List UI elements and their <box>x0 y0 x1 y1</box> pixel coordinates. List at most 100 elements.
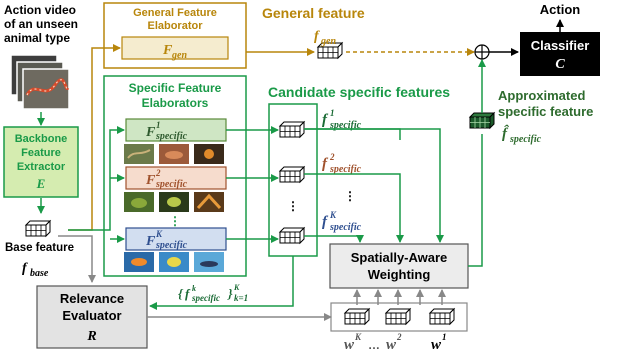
arrow-candidates-to-relevance <box>149 256 294 310</box>
approx-line2: specific feature <box>498 104 593 119</box>
candidates-set-label: { f k specific } K k=1 <box>178 283 248 303</box>
approx-symbol-main: f̂ <box>502 124 509 142</box>
backbone-feature-extractor: Backbone Feature Extractor E <box>3 126 79 198</box>
elaborator-1-example-images <box>124 144 224 164</box>
general-feature-elaborator: General Feature Elaborator F gen <box>103 2 247 69</box>
weight-2-sup: 2 <box>396 332 402 342</box>
weight-1-main: w <box>431 337 442 353</box>
approx-feature-label: Approximated specific feature f̂ specifi… <box>498 88 593 145</box>
backbone-line1: Backbone <box>15 133 68 145</box>
candidate-1-sup: 1 <box>330 108 335 118</box>
base-feature-symbol-main: f <box>22 261 28 276</box>
candidate-k-sup: K <box>329 210 337 220</box>
general-feature-title: General feature <box>262 5 365 21</box>
set-open: { <box>178 286 184 301</box>
video-frames-image <box>10 54 70 110</box>
approx-feature-tensor-icon <box>469 112 495 129</box>
arrow-base-split-gray <box>58 235 93 270</box>
weight-k-sup: K <box>354 332 362 342</box>
candidate-1-main: f <box>322 112 329 128</box>
candidate-1-tensor-icon <box>279 121 305 138</box>
approx-line1: Approximated <box>498 88 585 103</box>
arrow-candidate-2-to-weighting <box>304 173 404 243</box>
classifier: Classifier C <box>520 32 600 76</box>
general-func-main: F <box>162 43 173 58</box>
set-sub: specific <box>191 293 220 303</box>
set-main: f <box>185 286 191 301</box>
arrow-base-to-elaborator-1 <box>68 126 125 231</box>
weight-k-main: w <box>344 337 355 353</box>
spatially-aware-weighting: Spatially-Aware Weighting <box>329 243 469 289</box>
base-feature-tensor-icon <box>25 220 51 237</box>
candidate-2-tensor-icon <box>279 166 305 183</box>
candidate-1-label: f 1 specific <box>322 108 362 131</box>
elaborator-2-sub: specific <box>155 179 188 190</box>
general-feature: f gen <box>314 29 343 59</box>
weight-ellipsis: … <box>368 338 380 352</box>
set-range-sup: K <box>233 283 240 292</box>
elaborator-1-main: F <box>145 125 156 140</box>
relevance-evaluator: Relevance Evaluator R <box>36 285 148 349</box>
weighting-line1: Spatially-Aware <box>351 250 448 265</box>
candidates-title: Candidate specific features <box>268 84 450 100</box>
input-caption-line1: Action video <box>4 3 76 17</box>
candidate-ellipsis-outside: ⋮ <box>344 189 356 203</box>
candidate-k-label: f K specific <box>322 210 362 233</box>
input-video: Action video of an unseen animal type <box>4 3 78 110</box>
elaborator-k-sub: specific <box>155 240 188 251</box>
backbone-line2: Feature <box>21 147 61 159</box>
candidate-2-label: f 2 specific <box>322 152 362 175</box>
candidate-2-sup: 2 <box>329 152 335 162</box>
arrow-candidate-k-to-weighting <box>304 235 364 243</box>
elaborator-k-sup: K <box>155 229 163 239</box>
arrow-weighting-to-approx <box>468 134 483 267</box>
elaborator-ellipsis: ⋮ <box>169 214 181 228</box>
specific-box-line2: Elaborators <box>142 96 209 110</box>
weight-1-tensor-icon <box>429 308 455 325</box>
weighting-line2: Weighting <box>368 267 431 282</box>
weight-2-tensor-icon <box>385 308 411 325</box>
base-feature: Base feature f base <box>5 220 74 279</box>
candidate-1-sub: specific <box>329 120 362 131</box>
weight-labels: w K … w 2 w 1 <box>344 332 447 353</box>
arrow-candidate-1-to-weighting <box>304 128 444 243</box>
input-caption-line2: of an unseen <box>4 17 78 31</box>
general-feature-symbol-sub: gen <box>320 36 336 47</box>
approx-symbol-sub: specific <box>509 134 542 145</box>
set-sup: k <box>192 284 196 293</box>
specific-box-line1: Specific Feature <box>129 81 222 95</box>
weight-1-sup: 1 <box>442 332 447 342</box>
elaborator-1-sup: 1 <box>156 120 161 130</box>
action-output-label: Action <box>540 2 581 17</box>
relevance-line1: Relevance <box>60 291 124 306</box>
relevance-symbol: R <box>86 329 96 344</box>
sum-node <box>474 44 490 60</box>
relevance-line2: Evaluator <box>62 308 121 323</box>
backbone-symbol: E <box>36 176 46 191</box>
input-caption-line3: animal type <box>4 31 70 45</box>
general-box-line2: Elaborator <box>147 20 203 32</box>
base-feature-label: Base feature <box>5 242 74 254</box>
elaborator-2-example-images <box>124 192 224 212</box>
classifier-symbol: C <box>555 57 565 72</box>
set-close: } <box>227 286 233 301</box>
set-range-sub: k=1 <box>234 293 248 303</box>
general-func-sub: gen <box>171 50 187 61</box>
weight-2-main: w <box>386 337 397 353</box>
elaborator-2-main: F <box>145 173 156 188</box>
elaborator-1-sub: specific <box>155 131 188 142</box>
elaborator-2-sup: 2 <box>155 168 161 178</box>
candidate-k-sub: specific <box>329 222 362 233</box>
weights-panel <box>330 289 468 332</box>
weight-k-tensor-icon <box>344 308 370 325</box>
classifier-line1: Classifier <box>531 38 590 53</box>
backbone-line3: Extractor <box>17 161 66 173</box>
candidate-k-tensor-icon <box>279 227 305 244</box>
specific-feature-elaborators: Specific Feature Elaborators F 1 specifi… <box>103 75 247 277</box>
elaborator-k-main: F <box>145 234 156 249</box>
general-box-line1: General Feature <box>133 7 217 19</box>
candidate-2-main: f <box>322 156 329 172</box>
base-feature-symbol-sub: base <box>30 268 49 279</box>
